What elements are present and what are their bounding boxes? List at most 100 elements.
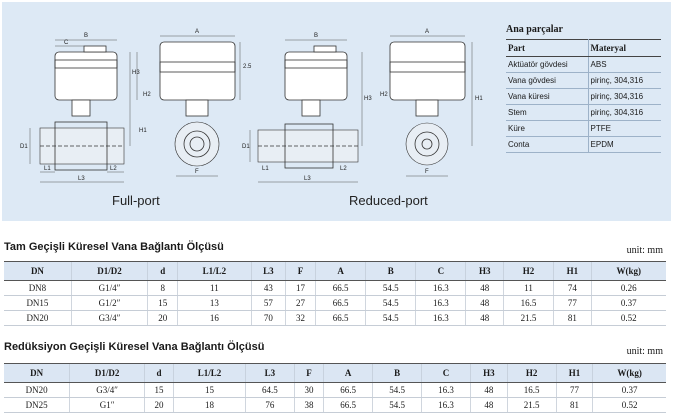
dim-label-a: A — [195, 29, 199, 35]
reduced-port-front-view: A H1 F H2 — [380, 29, 483, 177]
parts-cell-material: pirinç, 304,316 — [588, 88, 661, 105]
column-header: H3 — [465, 261, 504, 281]
table-cell: 66.5 — [314, 310, 366, 326]
technical-drawing: B C H3 H1 D1 L1 L2 L3 A H2 F 2.5 — [20, 29, 483, 183]
dim-label-h2-reduced: H2 — [380, 92, 388, 98]
dim-label-l1: L1 — [44, 166, 51, 172]
table-cell: 81 — [555, 397, 593, 413]
dim-label-f-reduced: F — [425, 169, 429, 175]
table-cell: 0.26 — [590, 280, 666, 296]
column-header: D1/D2 — [70, 261, 148, 281]
dim-label-h1-reduced: H1 — [475, 96, 483, 102]
column-header: B — [372, 363, 422, 383]
full-port-side-view: B C H3 H1 D1 L1 L2 L3 — [20, 33, 147, 183]
table-cell: G1″ — [69, 397, 145, 413]
column-header: H2 — [502, 261, 554, 281]
dim-label-l3: L3 — [78, 176, 85, 182]
table-cell: G1/4″ — [70, 280, 148, 296]
parts-cell-material: PTFE — [588, 120, 661, 137]
reduced-port-caption: Reduced-port — [349, 193, 428, 208]
parts-cell-part: Conta — [506, 136, 589, 153]
table-cell: 48 — [465, 295, 504, 311]
parts-cell-material: EPDM — [588, 136, 661, 153]
table-cell: 66.5 — [314, 280, 366, 296]
dim-label-h1: H1 — [139, 128, 147, 134]
column-header: L1/L2 — [173, 363, 246, 383]
table-cell: 54.5 — [372, 382, 422, 398]
table-cell: 77 — [555, 382, 593, 398]
reduced-port-side-view: B D1 L1 L2 L3 H3 — [242, 33, 372, 183]
table-cell: 16.3 — [415, 310, 466, 326]
column-header: d — [143, 363, 174, 383]
dim-label-a-reduced: A — [425, 29, 429, 35]
column-header: F — [293, 363, 324, 383]
column-header: d — [147, 261, 178, 281]
dim-label-b: B — [84, 33, 88, 39]
table-cell: 15 — [173, 382, 246, 398]
table-cell: 13 — [177, 295, 252, 311]
parts-cell-material: pirinç, 304,316 — [588, 104, 661, 121]
table-cell: 64.5 — [244, 382, 295, 398]
table-cell: 16.5 — [506, 382, 557, 398]
table-cell: DN20 — [4, 310, 72, 326]
table-cell: DN8 — [4, 280, 72, 296]
parts-cell-part: Küre — [506, 120, 589, 137]
table-cell: 74 — [553, 280, 592, 296]
column-header: A — [323, 363, 373, 383]
table-cell: G3/4″ — [69, 382, 145, 398]
table-cell: 66.5 — [323, 397, 373, 413]
table-cell: 30 — [293, 382, 324, 398]
table-cell: 15 — [147, 295, 178, 311]
table-cell: 77 — [553, 295, 592, 311]
parts-legend: Ana parçalar Part Materyal Aktüatör gövd… — [506, 24, 661, 153]
column-header: B — [365, 261, 416, 281]
table-cell: 54.5 — [372, 397, 422, 413]
table-cell: 66.5 — [314, 295, 366, 311]
column-header: L3 — [250, 261, 286, 281]
dim-label-z: 2.5 — [243, 64, 252, 70]
table-cell: 20 — [147, 310, 178, 326]
table-cell: 70 — [250, 310, 286, 326]
column-header: H1 — [553, 261, 592, 281]
column-header: L3 — [244, 363, 295, 383]
parts-cell-part: Vana küresi — [506, 88, 589, 105]
parts-cell-part: Stem — [506, 104, 589, 121]
table-cell: 17 — [285, 280, 316, 296]
column-header: H2 — [506, 363, 557, 383]
dim-label-l3-reduced: L3 — [304, 176, 311, 182]
dim-label-h2: H2 — [143, 92, 151, 98]
column-header: DN — [4, 261, 72, 281]
table-cell: 11 — [177, 280, 252, 296]
parts-col-part: Part — [506, 39, 589, 57]
column-header: L1/L2 — [177, 261, 252, 281]
table-cell: 81 — [553, 310, 592, 326]
table-cell: 0.37 — [590, 295, 666, 311]
table-cell: 54.5 — [365, 280, 416, 296]
column-header: C — [421, 363, 471, 383]
table-cell: 54.5 — [365, 310, 416, 326]
table-cell: 18 — [173, 397, 246, 413]
table-cell: DN15 — [4, 295, 72, 311]
table-cell: 0.37 — [592, 382, 666, 398]
table-cell: 0.52 — [592, 397, 666, 413]
table-cell: 15 — [143, 382, 174, 398]
dim-label-l2: L2 — [110, 166, 117, 172]
parts-cell-material: ABS — [588, 56, 661, 73]
reduced-port-unit: unit: mm — [626, 346, 663, 357]
dim-label-b-reduced: B — [314, 33, 318, 39]
parts-cell-part: Aktüatör gövdesi — [506, 56, 589, 73]
table-cell: 38 — [293, 397, 324, 413]
full-port-title: Tam Geçişli Küresel Vana Bağlantı Ölçüsü — [4, 241, 224, 253]
parts-col-material: Materyal — [588, 39, 661, 57]
